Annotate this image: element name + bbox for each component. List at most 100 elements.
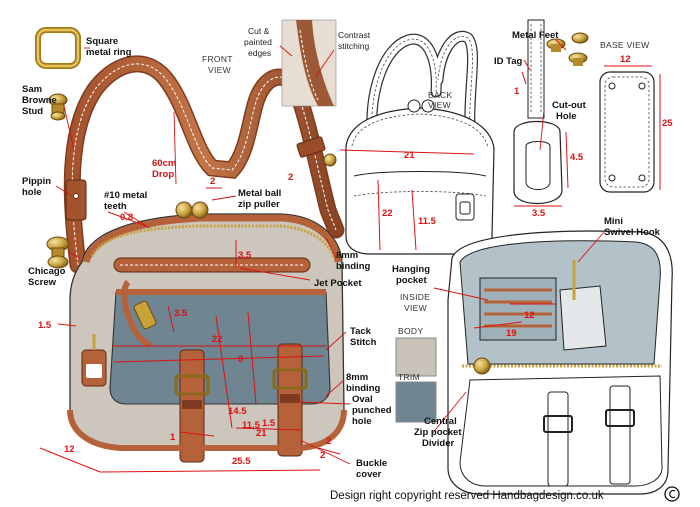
- dim-back-5: 4.5: [570, 152, 584, 163]
- label-drop-2: Drop: [152, 169, 174, 180]
- dim-inside-1: 12: [524, 310, 535, 321]
- side-id-tag-window: [86, 364, 102, 378]
- label-chicago-1: Chicago: [28, 266, 66, 277]
- back-stud-icon: [323, 153, 337, 167]
- inside-view-title-1: INSIDE: [400, 292, 430, 302]
- callout-labels: Square metal ring Sam Browne Stud Pippin…: [22, 26, 661, 480]
- label-contrast-2: stitching: [338, 41, 369, 51]
- label-binding-bottom-1: 8mm: [346, 372, 368, 383]
- pocket-zip-puller: [133, 300, 157, 330]
- dim-inside-2: 19: [506, 328, 517, 339]
- label-binding-top-2: binding: [336, 261, 370, 272]
- label-oval-hole-2: punched: [352, 405, 392, 416]
- base-view-illustration: [599, 71, 655, 193]
- view-titles: FRONT VIEW BACK VIEW BASE VIEW INSIDE VI…: [202, 40, 649, 382]
- base-binding: [67, 409, 347, 451]
- base-view-title: BASE VIEW: [600, 40, 649, 50]
- dim-front-11: 1: [170, 432, 176, 443]
- dim-front-10: 1.5: [262, 418, 276, 429]
- dim-back-4: 1: [514, 86, 520, 97]
- dim-front-5: 1.5: [38, 320, 52, 331]
- zip-teeth: [90, 224, 336, 259]
- label-hanging-pocket-2: pocket: [396, 275, 427, 286]
- label-buckle-cover-2: cover: [356, 469, 382, 480]
- inside-view-illustration: [447, 230, 673, 495]
- label-cut-edges-3: edges: [248, 48, 271, 58]
- dim-front-13: 2: [326, 436, 331, 447]
- label-chicago-2: Screw: [28, 277, 57, 288]
- label-contrast-1: Contrast: [338, 30, 371, 40]
- label-oval-hole-1: Oval: [352, 394, 373, 405]
- dim-back-1: 21: [404, 150, 415, 161]
- strap-keeper: [296, 136, 326, 158]
- front-view-title-2: VIEW: [208, 65, 231, 75]
- back-view-title-1: BACK: [428, 90, 452, 100]
- dimension-values: 0.8 2 3.5 3.5 1.5 22 8 14.5 11.5 1.5 1 2…: [38, 54, 673, 467]
- label-hanging-pocket-1: Hanging: [392, 264, 430, 275]
- buckle-right: [272, 368, 308, 390]
- dim-front-1: 0.8: [120, 212, 133, 223]
- label-pippin-1: Pippin: [22, 176, 51, 187]
- copyright-icon: [664, 486, 680, 502]
- dim-front-9: 11.5: [242, 420, 261, 431]
- square-ring-icon: [35, 27, 81, 69]
- label-zip-puller-1: Metal ball: [238, 188, 281, 199]
- label-zip-puller-2: zip puller: [238, 199, 280, 210]
- label-sam-browne-2: Browne: [22, 95, 57, 106]
- label-pippin-2: hole: [22, 187, 42, 198]
- dim-front-14: 12: [64, 444, 75, 455]
- leader-lines: [55, 39, 605, 465]
- buckle-cover-right: [280, 394, 300, 403]
- dim-front-12: 21: [256, 428, 267, 439]
- buckle-cover-left: [182, 400, 202, 409]
- zip-puller-ball-right: [191, 201, 209, 219]
- sam-browne-stud-icon: [48, 93, 68, 121]
- back-view-illustration: [323, 30, 495, 255]
- label-square-ring-1: Square: [86, 36, 118, 47]
- label-cutout-hole-1: Cut-out: [552, 100, 587, 111]
- body-swatch-label: BODY: [398, 326, 423, 336]
- label-binding-bottom-2: binding: [346, 383, 380, 394]
- id-tag-detail: [513, 19, 563, 205]
- label-tack-stitch-2: Stitch: [350, 337, 377, 348]
- buckle-left: [174, 374, 210, 396]
- label-cutout-hole-2: Hole: [556, 111, 577, 122]
- metal-feet-icon: [546, 32, 589, 66]
- label-central-divider-2: Zip pocket: [414, 427, 462, 438]
- pippin-hole-mark: [73, 193, 79, 199]
- label-square-ring-2: metal ring: [86, 47, 132, 58]
- dim-front-7: 8: [238, 354, 243, 365]
- front-view-title-1: FRONT: [202, 54, 233, 64]
- dimension-lines: [39, 65, 661, 473]
- dim-front-4: 3.5: [174, 308, 188, 319]
- label-buckle-cover-1: Buckle: [356, 458, 387, 469]
- label-drop-1: 60cm: [152, 158, 176, 169]
- label-id-tag: ID Tag: [494, 56, 523, 67]
- chicago-screw-icon: [46, 236, 70, 269]
- pocket-zip-tab: [121, 279, 152, 349]
- label-central-divider-3: Divider: [422, 438, 455, 449]
- trim-swatch-label: TRIM: [398, 372, 420, 382]
- dim-front-3: 3.5: [238, 250, 252, 261]
- label-sam-browne-1: Sam: [22, 84, 42, 95]
- label-binding-top-1: 8mm: [336, 250, 358, 261]
- dim-front-16: 2: [320, 450, 325, 461]
- dim-base-width: 12: [620, 54, 631, 65]
- edge-detail-inset: [281, 19, 337, 107]
- dim-back-7: 2: [288, 172, 293, 183]
- label-jet-pocket: Jet Pocket: [314, 278, 362, 289]
- zip-puller-ball-left: [175, 201, 193, 219]
- dim-front-15: 25.5: [232, 456, 251, 467]
- label-metal-feet: Metal Feet: [512, 30, 559, 41]
- dim-front-8: 14.5: [228, 406, 247, 417]
- dim-front-2: 2: [210, 176, 215, 187]
- label-swivel-hook-1: Mini: [604, 216, 623, 227]
- dim-base-length: 25: [662, 118, 673, 129]
- label-metal-teeth-1: #10 metal: [104, 190, 147, 201]
- dim-back-6: 3.5: [532, 208, 546, 219]
- label-cut-edges-2: painted: [244, 37, 272, 47]
- label-swivel-hook-2: Swivel Hook: [604, 227, 661, 238]
- trim-swatch: [395, 381, 437, 423]
- label-sam-browne-3: Stud: [22, 106, 43, 117]
